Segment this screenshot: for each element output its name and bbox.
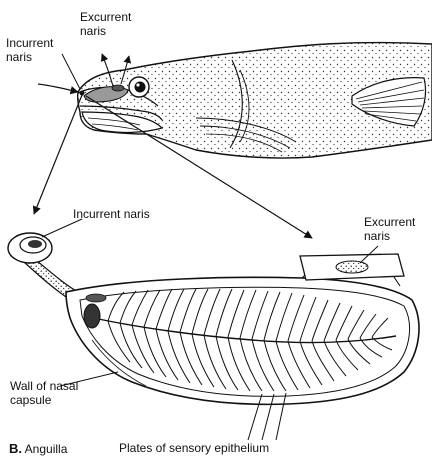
label-excurrent-naris-top: Excurrent naris [80, 10, 150, 38]
excurrent-naris-opening [336, 261, 368, 273]
incurrent-naris-dot [80, 91, 85, 96]
panel-letter: B. [9, 441, 22, 456]
label-plates-of-sensory-epithelium: Plates of sensory epithelium [119, 441, 269, 455]
label-incurrent-naris-detail: Incurrent naris [73, 207, 150, 221]
excurrent-naris-spot [112, 85, 124, 91]
panel-label: B. Anguilla [9, 442, 67, 456]
label-incurrent-naris-top: Incurrent naris [6, 36, 66, 64]
eel-head [78, 43, 432, 158]
label-wall-of-nasal-capsule: Wall of nasal capsule [10, 379, 100, 407]
pointer-to-incurrent [34, 95, 82, 214]
incurrent-chamber [84, 304, 100, 328]
label-excurrent-naris-detail: Excurrent naris [364, 215, 428, 243]
flow-in-arrow [38, 84, 78, 92]
nasal-capsule [8, 219, 419, 404]
panel-taxon: Anguilla [25, 442, 68, 456]
